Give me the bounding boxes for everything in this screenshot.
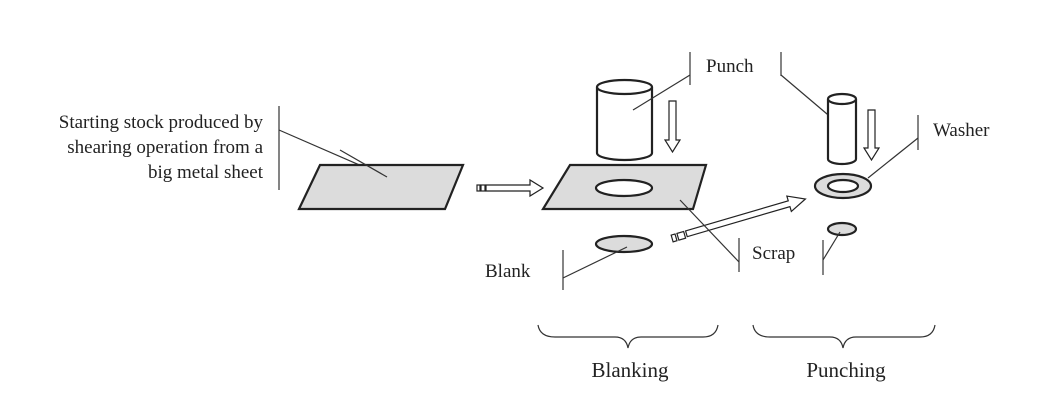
stock-leader-end xyxy=(339,149,388,178)
stock-label-line1: Starting stock produced by xyxy=(59,112,264,133)
scrap-label: Scrap xyxy=(752,243,795,264)
blank-part xyxy=(594,234,654,254)
feed-arrow xyxy=(476,178,545,198)
punched-slug xyxy=(826,221,858,237)
punching-punch xyxy=(826,92,858,166)
punching-label: Punching xyxy=(806,358,886,382)
blanking-brace xyxy=(537,324,719,349)
blank-label: Blank xyxy=(485,261,531,282)
scrap-leader xyxy=(679,199,740,272)
punch-label: Punch xyxy=(706,56,754,77)
down-arrow-icon xyxy=(663,100,682,154)
stock-label-line3: big metal sheet xyxy=(148,162,264,183)
washer-leader xyxy=(867,115,919,179)
blanking-hole xyxy=(594,178,654,198)
scrap-transfer-arrow xyxy=(670,195,807,243)
blanking-punch xyxy=(595,78,654,162)
punching-brace xyxy=(752,324,936,349)
washer-part xyxy=(813,172,873,200)
blank-leader xyxy=(562,246,628,290)
washer-label: Washer xyxy=(933,120,990,141)
slug-leader xyxy=(822,231,841,275)
stock-label-line2: shearing operation from a xyxy=(67,137,263,158)
blanking-label: Blanking xyxy=(592,358,669,382)
down-arrow-icon xyxy=(862,109,881,162)
starting-sheet xyxy=(297,163,465,211)
